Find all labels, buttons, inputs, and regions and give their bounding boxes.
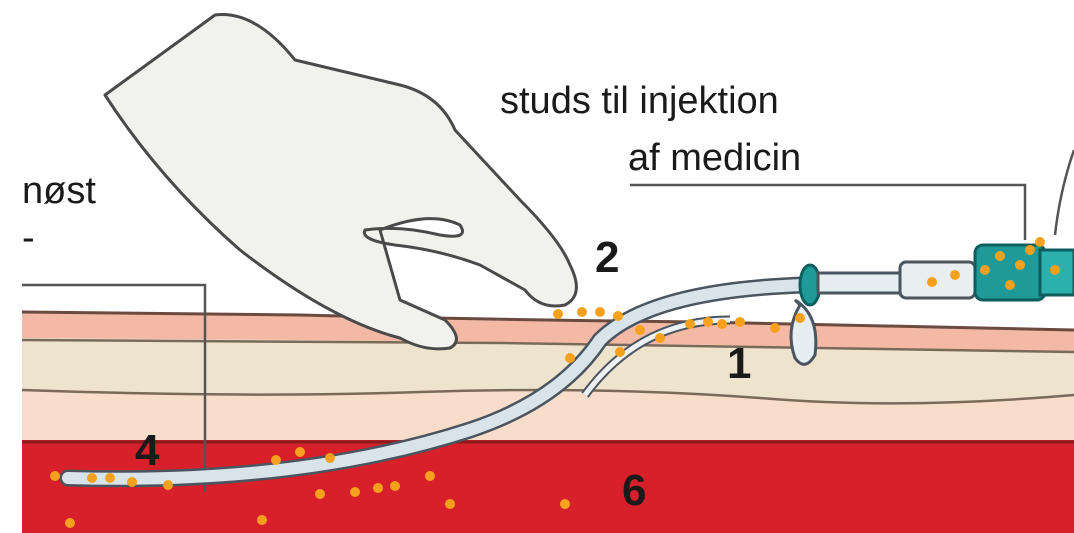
particle <box>735 317 745 327</box>
particle <box>795 313 805 323</box>
particle <box>717 319 727 329</box>
particle <box>105 473 115 483</box>
tissue-layers <box>22 312 1074 533</box>
particle <box>613 311 623 321</box>
particle <box>950 270 960 280</box>
particle <box>553 309 563 319</box>
particle <box>87 473 97 483</box>
particle <box>560 499 570 509</box>
particle <box>980 265 990 275</box>
particle <box>685 319 695 329</box>
blood-vessel <box>22 440 1074 533</box>
particle <box>655 333 665 343</box>
label-injection-port-line1: studs til injektion <box>500 80 779 122</box>
particle <box>425 471 435 481</box>
particle <box>295 447 305 457</box>
connector-tube <box>818 273 903 293</box>
particle <box>127 477 137 487</box>
particle <box>927 277 937 287</box>
particle <box>50 471 60 481</box>
label-number-6: 6 <box>622 466 646 515</box>
particle <box>1015 260 1025 270</box>
particle <box>1025 245 1035 255</box>
particle <box>390 481 400 491</box>
particle <box>615 347 625 357</box>
particle <box>445 499 455 509</box>
particle <box>315 489 325 499</box>
particle <box>577 307 587 317</box>
particle <box>373 483 383 493</box>
particle <box>65 518 75 528</box>
particle <box>257 515 267 525</box>
particle <box>1035 237 1045 247</box>
connector-hub <box>900 262 975 298</box>
particle <box>1050 265 1060 275</box>
particle <box>271 455 281 465</box>
label-left-dash: - <box>22 217 35 259</box>
particle <box>995 251 1005 261</box>
label-injection-port-line2: af medicin <box>628 137 801 179</box>
particle <box>595 307 605 317</box>
particle <box>1005 280 1015 290</box>
label-number-4: 4 <box>135 426 160 475</box>
wing-tab <box>791 300 816 364</box>
leader-line-injection-port <box>630 185 1025 240</box>
hand <box>105 15 576 349</box>
particle <box>635 325 645 335</box>
particle <box>770 323 780 333</box>
particle <box>565 353 575 363</box>
label-left-text: nøst <box>22 170 96 212</box>
particle <box>163 480 173 490</box>
label-number-1: 1 <box>727 339 751 388</box>
particle <box>350 487 360 497</box>
label-number-2: 2 <box>595 233 619 282</box>
particle <box>703 317 713 327</box>
leader-line-right <box>1055 150 1074 235</box>
particle <box>325 453 335 463</box>
